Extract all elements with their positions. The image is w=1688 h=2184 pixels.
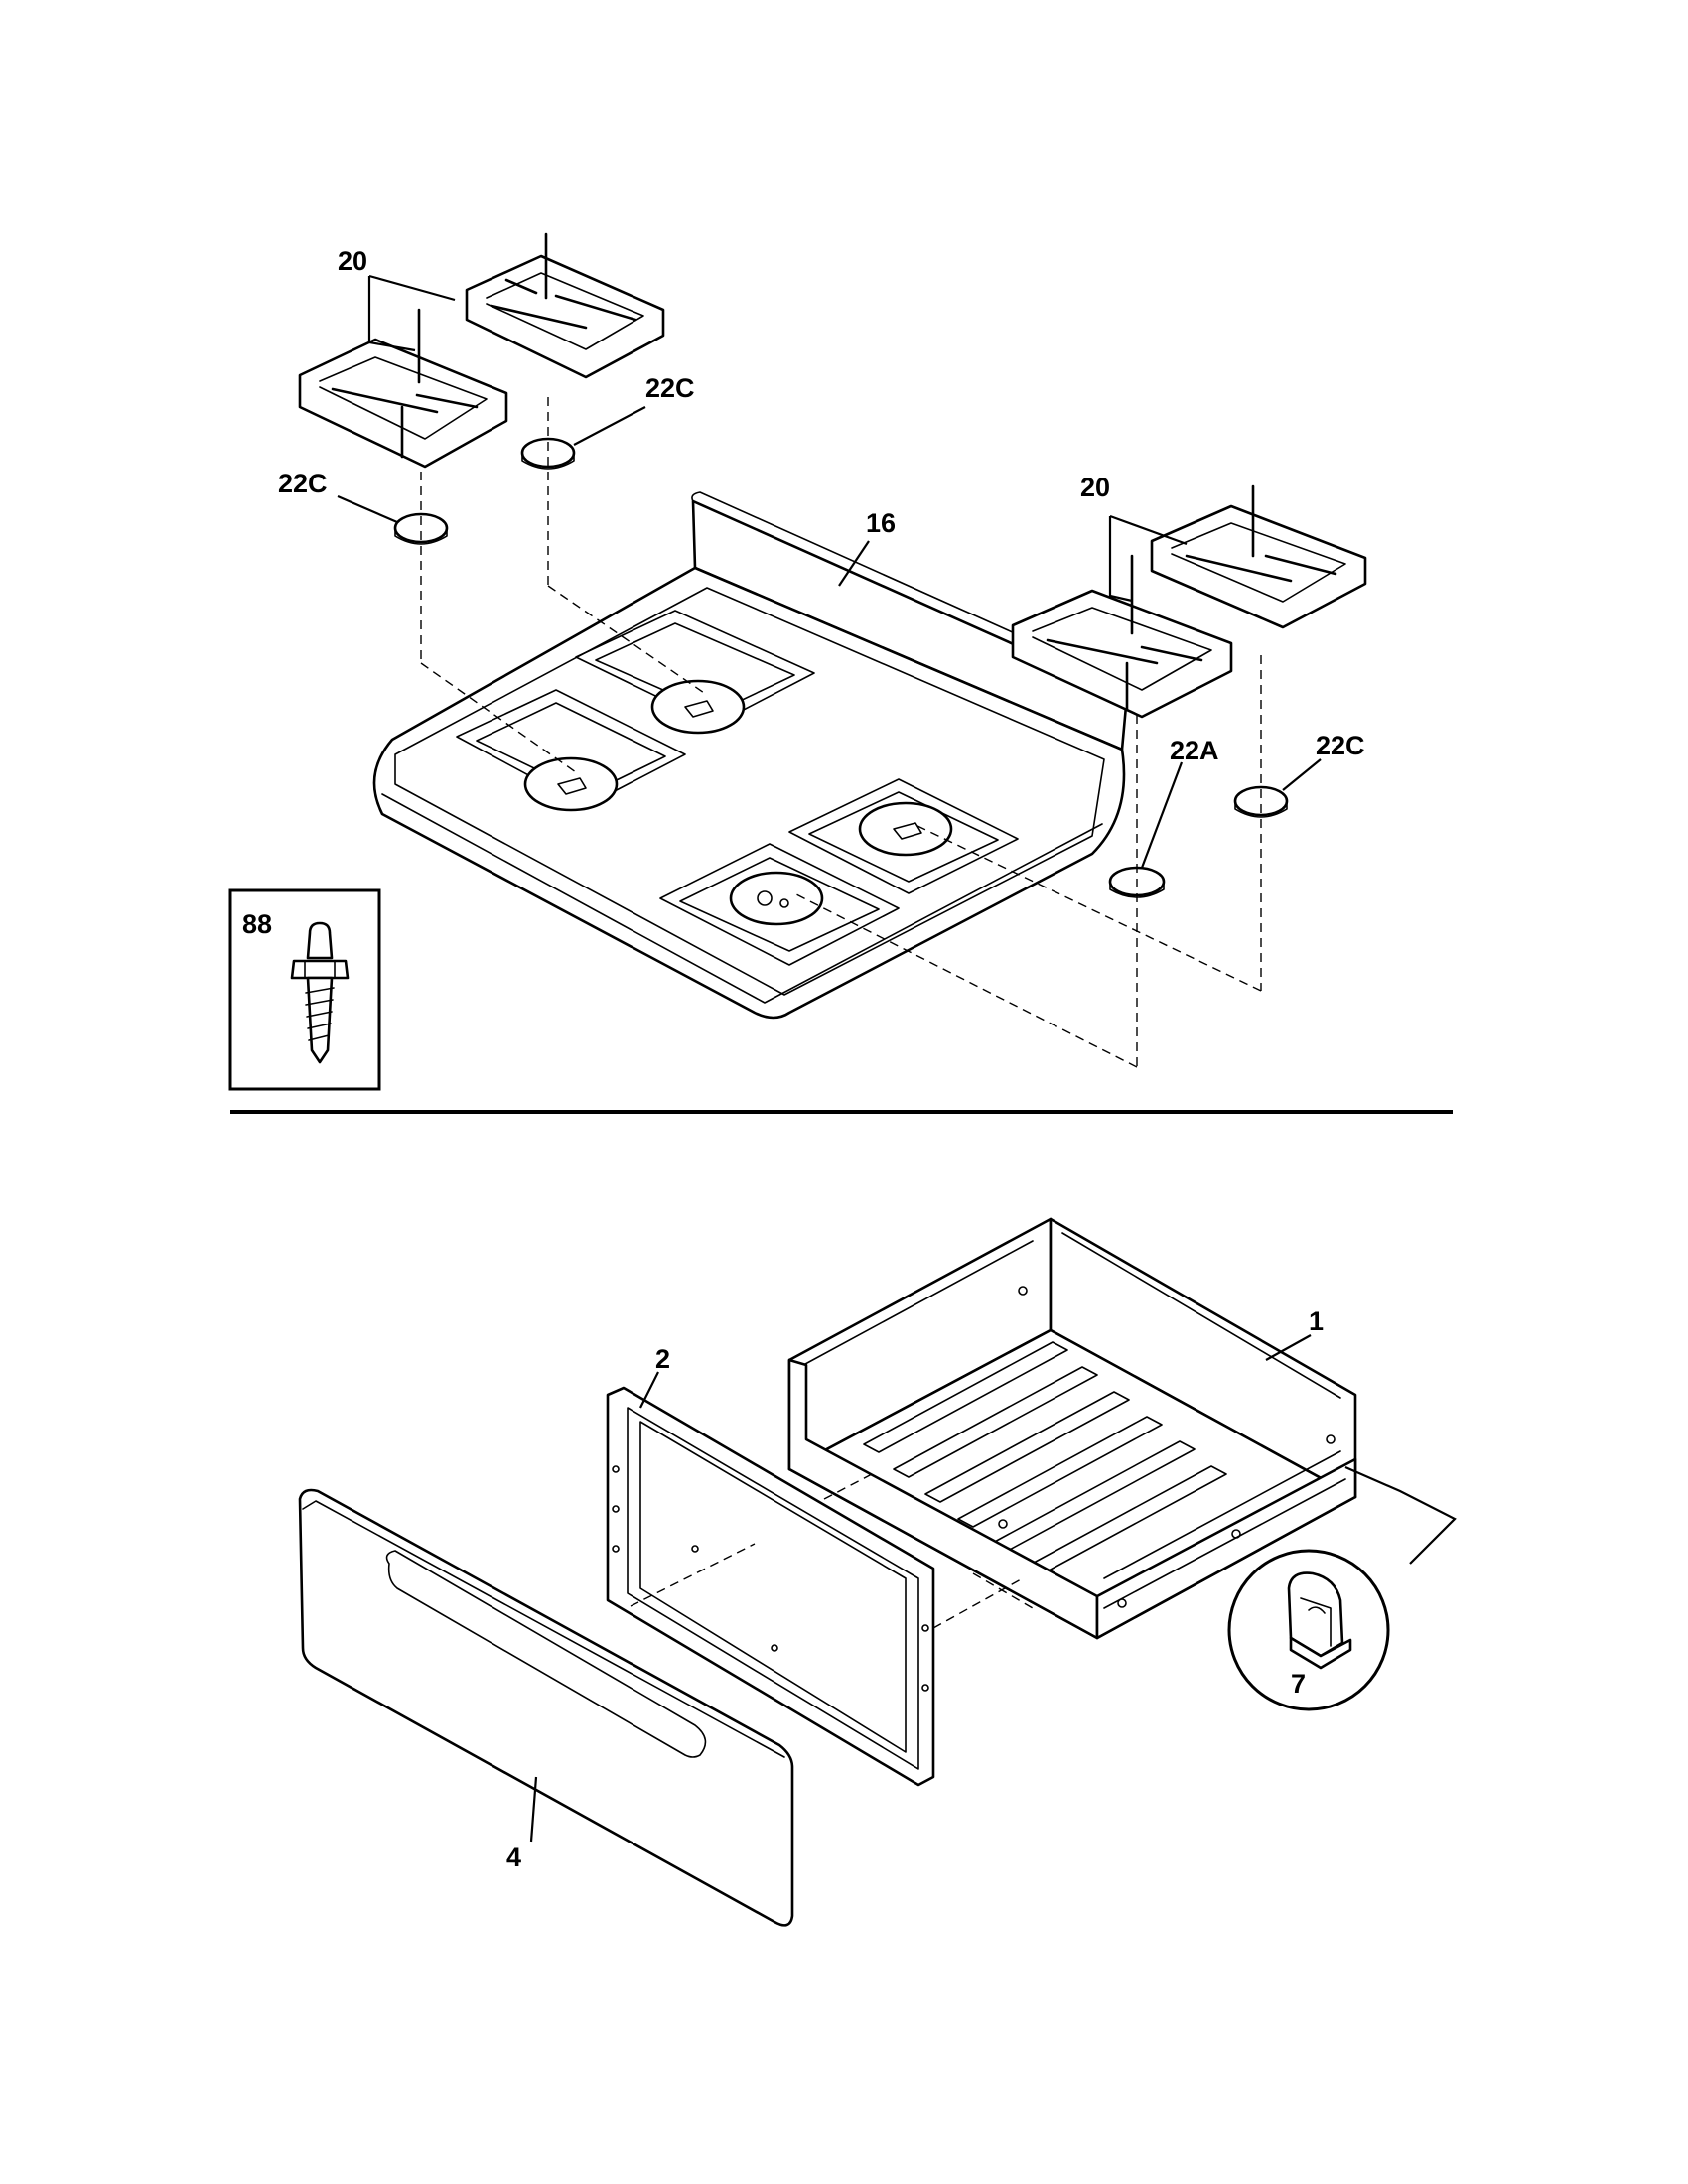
clip-leader [1344, 1465, 1457, 1565]
callout-clip: 7 [1291, 1669, 1306, 1699]
clip-inset-circle [1227, 1549, 1390, 1711]
leader-lines-top [337, 274, 1322, 869]
alignment-lines-top [420, 397, 1262, 1068]
right-grate-pair [1011, 484, 1367, 719]
callout-cap-left-1: 22C [645, 373, 695, 403]
left-burner-caps [393, 437, 576, 545]
callout-grate-right: 20 [1080, 473, 1110, 502]
left-grate-pair [298, 232, 665, 469]
drawer-panel-4 [298, 1488, 794, 1927]
callout-drawer-body: 1 [1309, 1306, 1324, 1336]
callout-grate-left: 20 [338, 246, 367, 276]
drawer-body-1 [787, 1217, 1357, 1640]
leader-lines-bottom [529, 1334, 1312, 1843]
drawer-frame-2 [606, 1386, 935, 1787]
callout-screw: 88 [242, 909, 272, 939]
screw-inset-box [228, 888, 381, 1091]
callout-cap-left-2: 22C [278, 469, 328, 498]
callout-cooktop: 16 [866, 508, 896, 538]
callout-cap-right-a: 22A [1170, 736, 1219, 765]
alignment-lines-bottom [630, 1473, 1034, 1629]
callout-drawer-frame: 2 [655, 1344, 670, 1374]
cooktop-16 [372, 491, 1131, 1020]
callout-drawer-panel: 4 [506, 1843, 521, 1872]
callout-cap-right-c: 22C [1316, 731, 1365, 760]
